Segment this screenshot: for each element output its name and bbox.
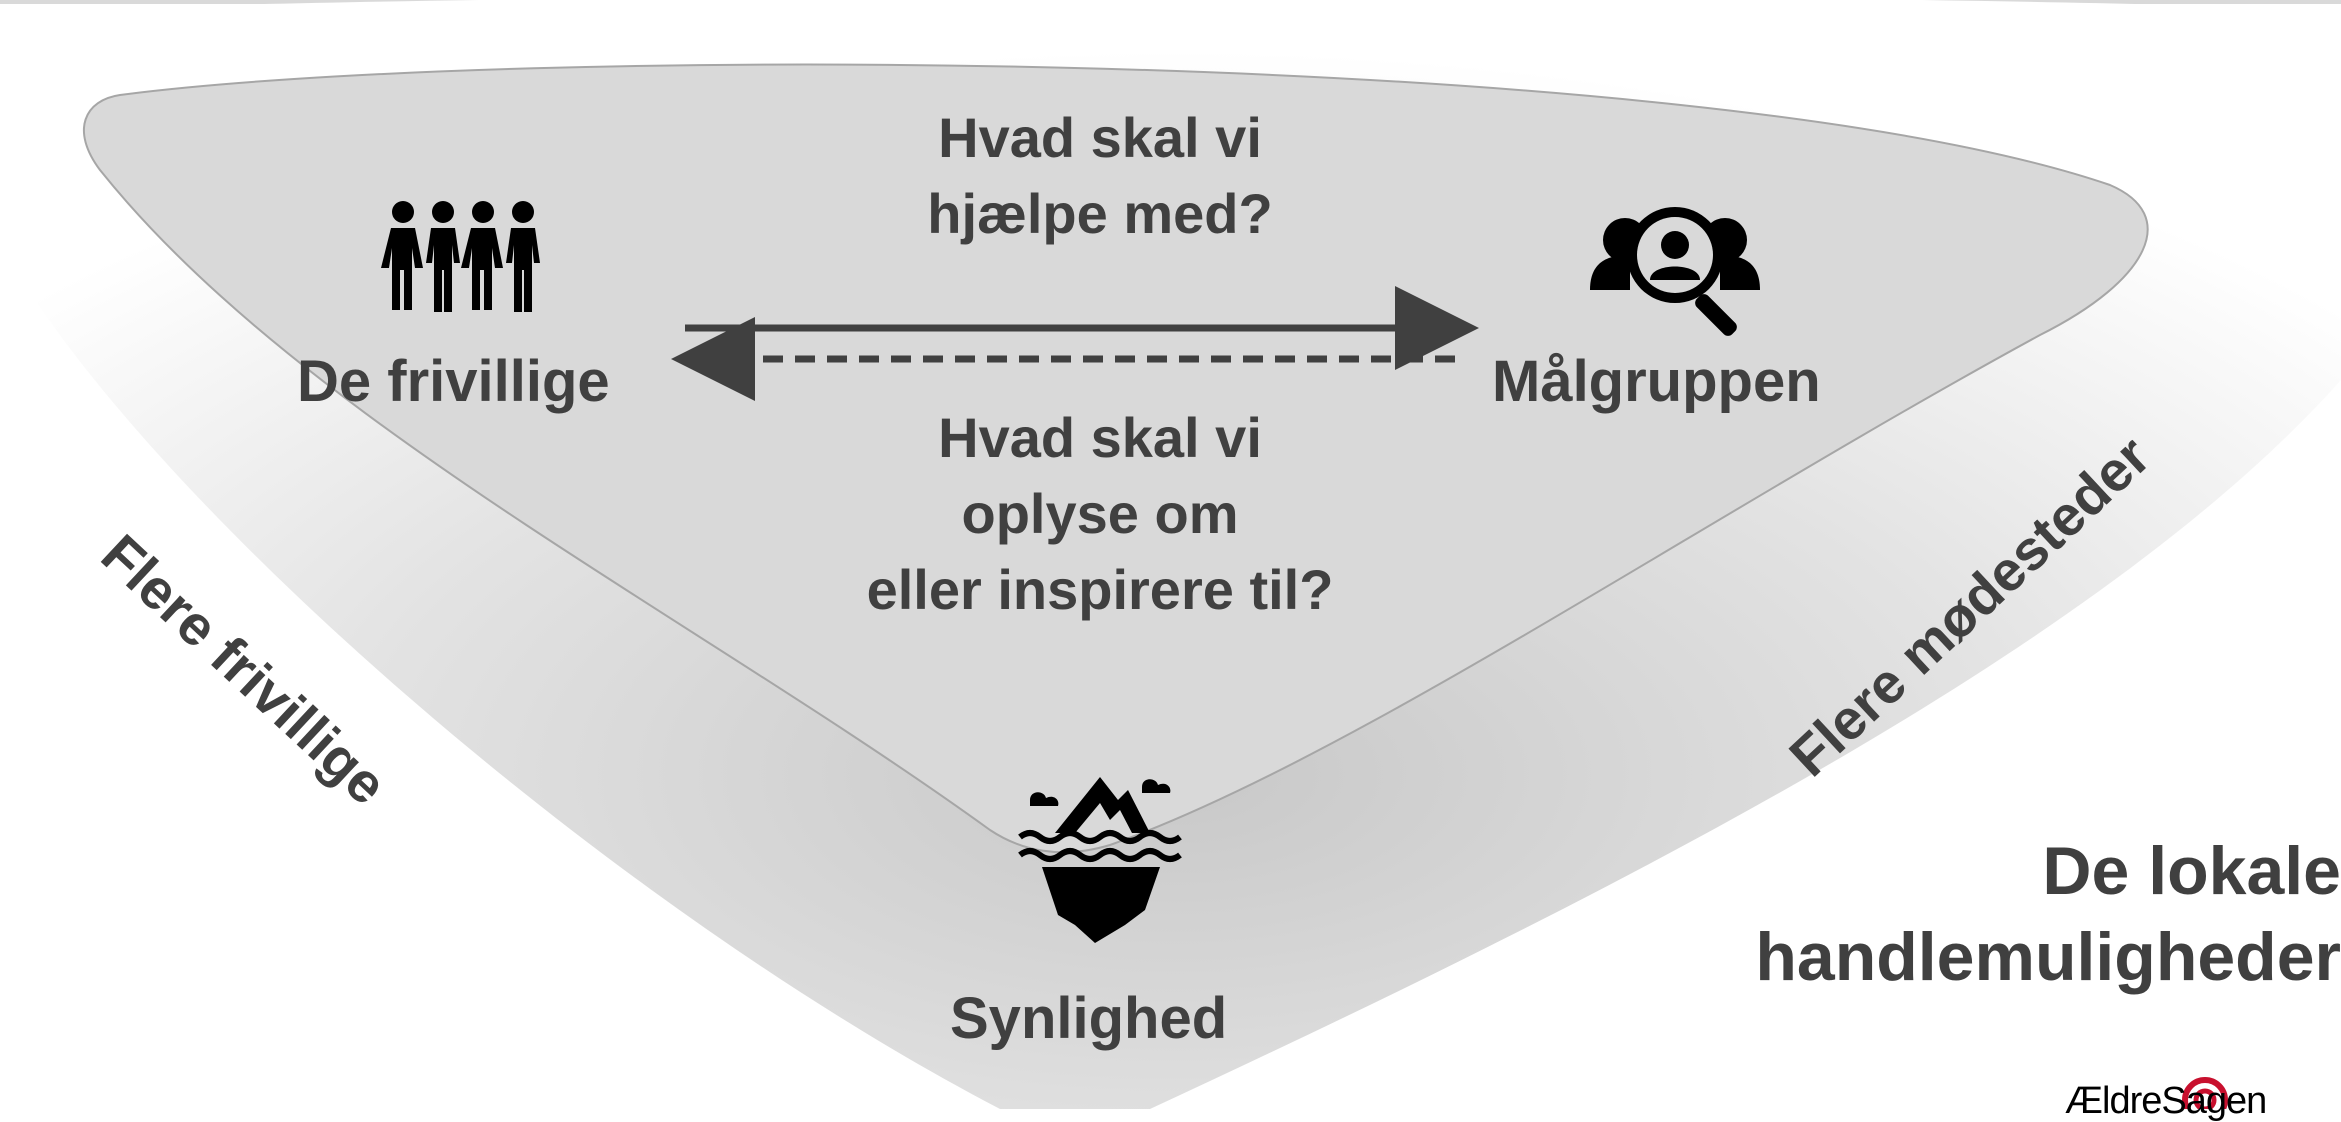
bottom-question-line2: oplyse om	[961, 482, 1239, 545]
bottom-question-line3: eller inspirere til?	[866, 558, 1334, 621]
top-question-line1: Hvad skal vi	[938, 106, 1262, 169]
logo: ÆldreSagen	[2065, 1080, 2267, 1122]
bottom-question-line1: Hvad skal vi	[938, 406, 1262, 469]
logo-text: ÆldreSagen	[2065, 1080, 2267, 1122]
target-group-label: Målgruppen	[1492, 349, 1821, 414]
people-group-icon	[381, 201, 540, 312]
volunteers-label: De frivillige	[297, 349, 610, 414]
corner-title-line1: De lokale	[2042, 833, 2341, 909]
search-person-icon	[1590, 207, 1760, 336]
top-question: Hvad skal vi hjælpe med?	[880, 100, 1320, 252]
top-question-line2: hjælpe med?	[927, 182, 1273, 245]
logo-mark	[2182, 1077, 2228, 1109]
iceberg-icon	[1018, 777, 1182, 943]
visibility-label: Synlighed	[950, 986, 1228, 1051]
corner-title: De lokale handlemuligheder	[1755, 828, 2341, 1000]
corner-title-line2: handlemuligheder	[1755, 919, 2341, 995]
bottom-question: Hvad skal vi oplyse om eller inspirere t…	[790, 400, 1410, 628]
